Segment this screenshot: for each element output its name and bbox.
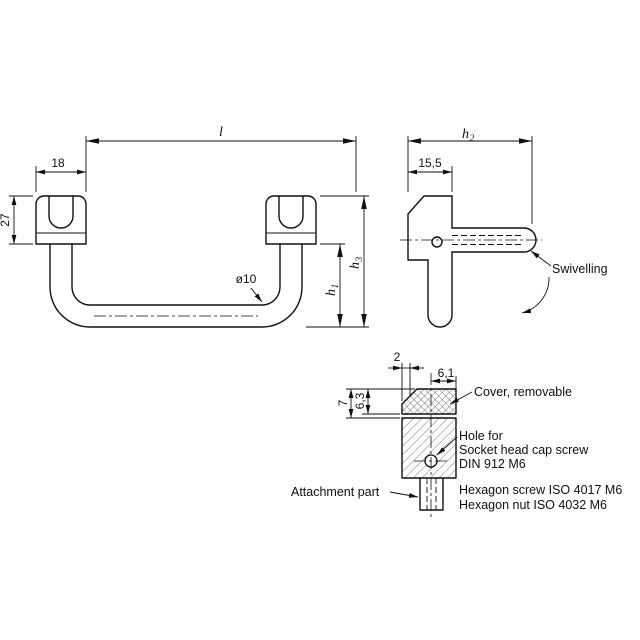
dim-7-label: 7 xyxy=(336,399,350,406)
attachment-label: Attachment part xyxy=(291,485,380,499)
swivelling-label: Swivelling xyxy=(552,262,608,276)
dim-h2: h 2 xyxy=(407,127,533,224)
attachment-body-section xyxy=(401,417,457,479)
dim-6-3-label: 6,3 xyxy=(353,392,367,409)
dim-l-label: l xyxy=(219,125,223,140)
dia10-leader xyxy=(250,287,263,303)
dim-h2-sub: 2 xyxy=(470,134,475,144)
hole-label-line4: Hexagon screw ISO 4017 M6 xyxy=(459,483,622,497)
dim-2-label: 2 xyxy=(394,350,401,364)
detail-view: 2 6,1 6,3 7 Cover, remov xyxy=(291,350,622,518)
dim-2: 2 xyxy=(388,350,424,401)
handle-tube-outer xyxy=(49,243,303,328)
dim-l: l xyxy=(85,125,357,192)
dim-h3-sub: 3 xyxy=(355,257,365,263)
dim-h1: h 1 xyxy=(320,243,345,327)
dim-18: 18 xyxy=(35,156,86,192)
dim-h1-base: h xyxy=(324,289,339,296)
hole-leader xyxy=(436,436,458,456)
swivelling-callout: Swivelling xyxy=(521,250,608,314)
hole-label-line3: DIN 912 M6 xyxy=(459,457,526,471)
attachment-stem xyxy=(419,477,444,511)
hole-label-line1: Hole for xyxy=(459,429,503,443)
dim-7: 7 xyxy=(336,389,400,419)
dim-6-1: 6,1 xyxy=(431,366,457,389)
dim-15-5-label: 15,5 xyxy=(418,156,442,170)
handle-tube-inner xyxy=(71,243,281,306)
dim-6-1-label: 6,1 xyxy=(438,366,455,380)
dim-h3: h 3 xyxy=(306,195,369,328)
dim-27: 27 xyxy=(0,195,33,245)
side-bracket-outline xyxy=(407,195,453,261)
swivelling-leader xyxy=(530,250,552,267)
attachment-callout: Attachment part xyxy=(291,485,419,499)
dim-6-3: 6,3 xyxy=(346,388,415,415)
cover-leader xyxy=(449,391,473,405)
attachment-leader xyxy=(389,491,419,498)
side-view: h 2 15,5 Swivelling xyxy=(400,127,608,328)
dim-h3-base: h xyxy=(348,262,363,269)
side-screw-hole xyxy=(431,236,443,248)
dim-dia10-label: ø10 xyxy=(236,272,257,286)
dim-h2-base: h xyxy=(462,127,469,142)
mounting-block-right xyxy=(265,195,317,245)
mounting-block-left xyxy=(35,195,87,245)
swivel-motion-arrow xyxy=(521,276,550,314)
hole-label-line2: Socket head cap screw xyxy=(459,443,589,457)
dim-18-label: 18 xyxy=(51,156,65,170)
cover-section xyxy=(401,388,457,415)
side-leg xyxy=(427,251,453,328)
hole-spec-callout: Hole for Socket head cap screw DIN 912 M… xyxy=(436,429,622,512)
cover-callout: Cover, removable xyxy=(449,385,572,405)
dim-27-label: 27 xyxy=(0,213,12,227)
cover-label: Cover, removable xyxy=(474,385,572,399)
front-view: l 18 27 ø10 h 1 xyxy=(0,125,369,328)
dim-h1-sub: 1 xyxy=(331,284,341,289)
hole-label-line5: Hexagon nut ISO 4032 M6 xyxy=(459,498,607,512)
dim-15-5: 15,5 xyxy=(408,156,453,192)
dim-dia10: ø10 xyxy=(236,272,263,303)
